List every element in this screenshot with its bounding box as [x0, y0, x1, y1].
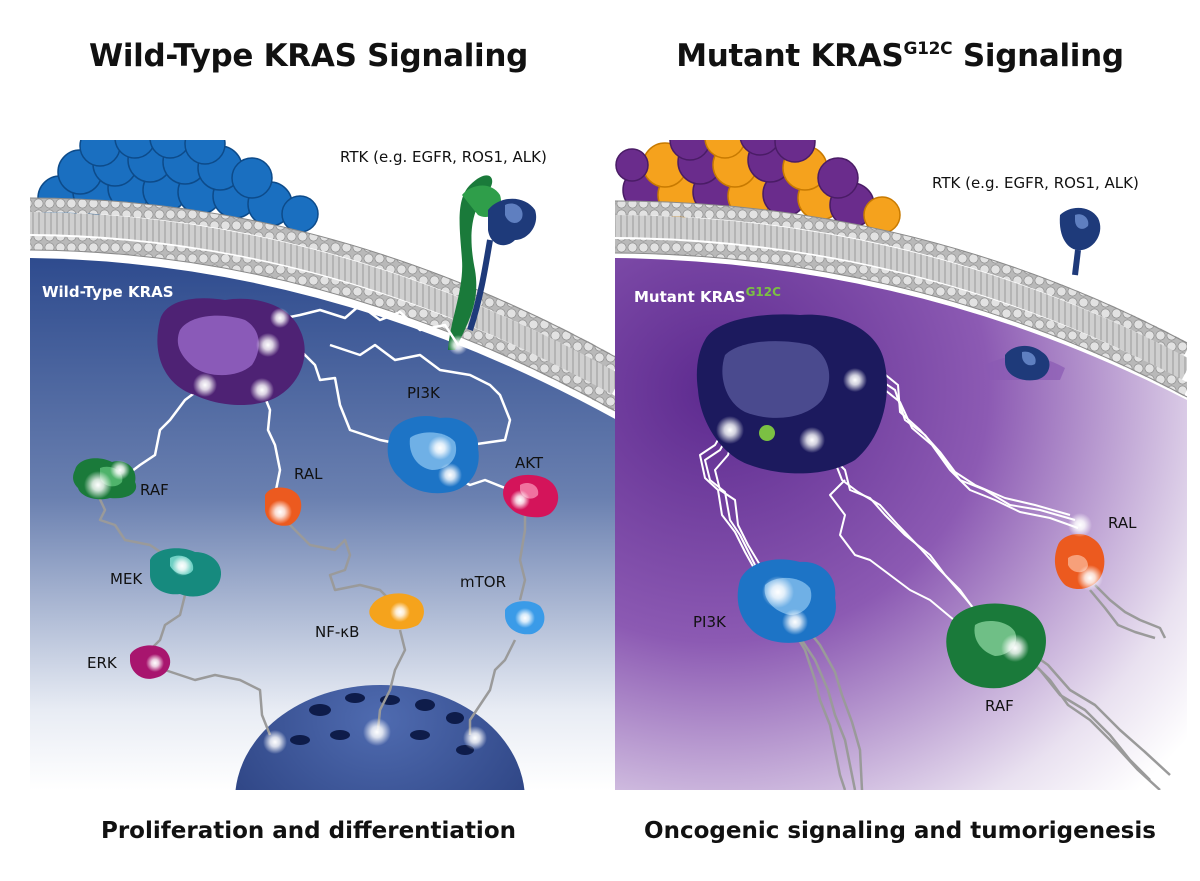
right-panel-caption: Oncogenic signaling and tumorigenesis [644, 818, 1156, 844]
left-mtor-label: mTOR [460, 573, 506, 591]
left-mek-label: MEK [110, 570, 143, 588]
right-membrane [615, 200, 1187, 398]
right-kras-label: Mutant KRASG12C [634, 285, 781, 306]
left-kras-label: Wild-Type KRAS [42, 283, 174, 301]
right-panel-title: Mutant KRASG12C Signaling [600, 38, 1200, 74]
left-panel-caption: Proliferation and differentiation [100, 818, 516, 844]
left-nfkb-label: NF-κB [315, 623, 359, 641]
left-panel-title: Wild-Type KRAS Signaling [88, 38, 529, 74]
right-title-superscript: G12C [903, 39, 953, 59]
right-activation-glows [716, 368, 1103, 662]
right-signal-lines-gray [788, 584, 1171, 790]
right-title-tail: Signaling [952, 38, 1124, 74]
g12c-mutation-dot [759, 425, 775, 441]
left-kras-protein [157, 298, 305, 406]
left-pi3k-label: PI3K [407, 384, 441, 402]
right-ral-label: RAL [1108, 514, 1137, 532]
right-title-main: Mutant KRAS [676, 38, 904, 74]
right-kras-label-main: Mutant KRAS [634, 288, 746, 306]
left-rtk-receptor [448, 175, 537, 350]
left-cytoplasm [30, 258, 617, 790]
right-rtk-label: RTK (e.g. EGFR, ROS1, ALK) [932, 174, 1139, 192]
right-pi3k-label: PI3K [693, 613, 727, 631]
left-ral-label: RAL [294, 465, 323, 483]
right-kras-label-sup: G12C [746, 285, 782, 299]
right-panel: Mutant KRASG12C PI3K RAF RAL [615, 140, 1187, 790]
left-activation-glows [84, 308, 535, 754]
right-internalized-receptor [985, 345, 1065, 381]
left-membrane [30, 197, 617, 413]
left-raf-label: RAF [140, 481, 169, 499]
left-rtk-label: RTK (e.g. EGFR, ROS1, ALK) [340, 148, 547, 166]
left-akt-label: AKT [515, 454, 544, 472]
left-panel: Wild-Type KRAS RAF RAL PI3K AKT MEK ERK … [30, 140, 617, 790]
left-erk-label: ERK [87, 654, 118, 672]
right-rtk-receptor [1059, 207, 1101, 276]
right-kras-protein [696, 314, 887, 474]
right-raf-label: RAF [985, 697, 1014, 715]
